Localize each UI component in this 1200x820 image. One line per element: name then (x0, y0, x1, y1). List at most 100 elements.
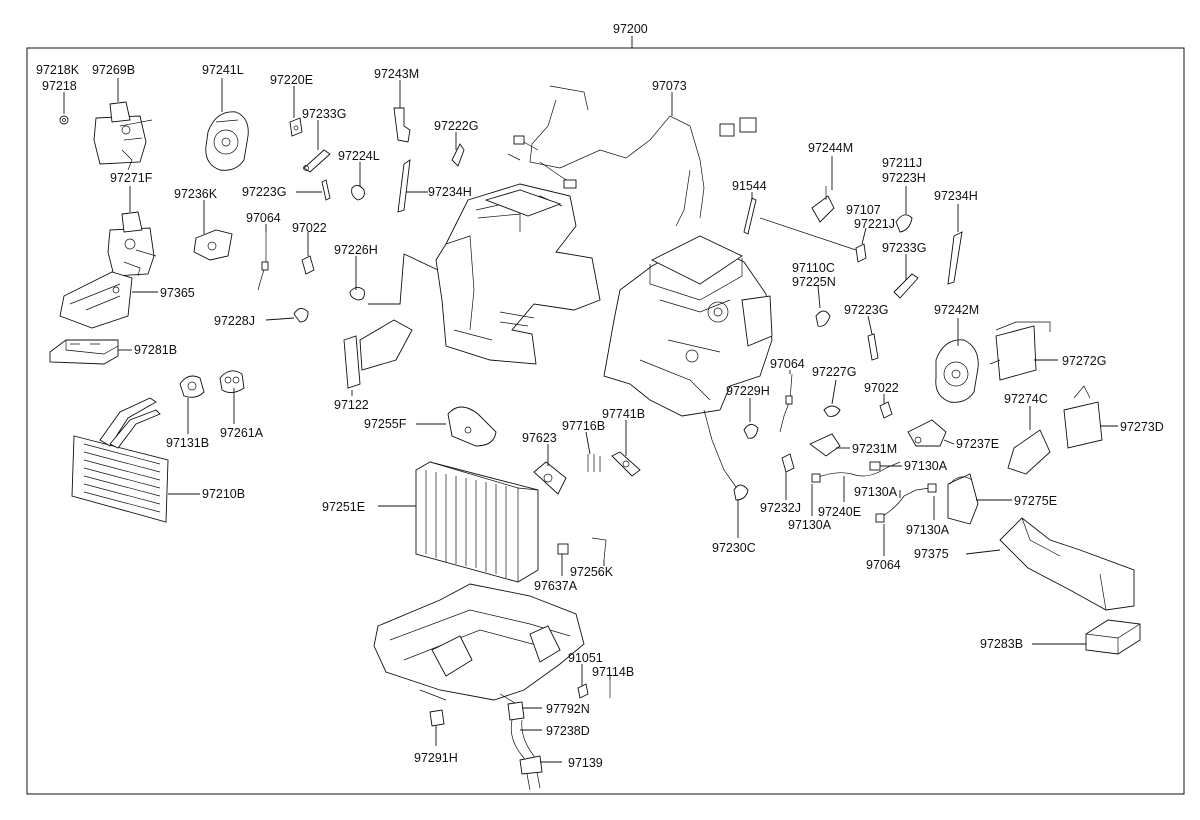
gear-97241l (205, 111, 249, 171)
actuator-97272g (989, 321, 1051, 381)
part-label: 97261A (220, 426, 264, 440)
part-label: 97273D (1120, 420, 1164, 434)
part-label: 97637A (534, 579, 578, 593)
bracket-97237e (907, 419, 947, 447)
wire-97064-right (779, 373, 793, 433)
part-label: 97233G (302, 107, 346, 121)
part-label: 97230C (712, 541, 756, 555)
part-label: 97244M (808, 141, 853, 155)
sensor-97274c (1007, 429, 1051, 475)
drain-hose (507, 701, 543, 791)
part-label: 97272G (1062, 354, 1106, 368)
part-label: 97741B (602, 407, 645, 421)
part-label: 97114B (592, 665, 634, 679)
heater-core-97210b (71, 397, 169, 523)
link-97224l (351, 185, 365, 201)
part-label: 97242M (934, 303, 979, 317)
part-label: 97243M (374, 67, 419, 81)
part-label: 97110C (792, 261, 835, 275)
parts-artwork (49, 85, 1141, 791)
evaporator-97251e (415, 461, 539, 583)
rod-97234h-left (397, 159, 411, 213)
rod-97234h-right (947, 231, 963, 285)
part-label: 97275E (1014, 494, 1057, 508)
duct-97375 (999, 517, 1135, 611)
part-label: 97237E (956, 437, 999, 451)
part-label: 97131B (166, 436, 209, 450)
part-label: 97130A (788, 518, 832, 532)
part-label: 97224L (338, 149, 380, 163)
part-label: 97291H (414, 751, 458, 765)
part-label: 97220E (270, 73, 313, 87)
part-label: 97238D (546, 724, 590, 738)
part-label: 97130A (906, 523, 950, 537)
part-label: 97226H (334, 243, 378, 257)
sensor-97131b (179, 375, 205, 398)
part-label: 97234H (428, 185, 472, 199)
clip-97110c (815, 310, 831, 327)
actuator-97269b (93, 101, 153, 171)
part-label: 97623 (522, 431, 557, 445)
part-label: 97064 (866, 558, 901, 572)
part-label: 97269B (92, 63, 135, 77)
part-label: 97022 (292, 221, 327, 235)
part-label: 97218 (42, 79, 77, 93)
part-label: 97223G (242, 185, 286, 199)
part-label: 97225N (792, 275, 836, 289)
clip-97226h (349, 287, 365, 301)
part-label: 97234H (934, 189, 978, 203)
part-label: 97064 (770, 357, 805, 371)
part-label: 97274C (1004, 392, 1048, 406)
part-label: 97375 (914, 547, 949, 561)
assembly-label: 97200 (613, 22, 648, 36)
bracket-97236k (193, 229, 233, 261)
wire-97064-left (257, 232, 269, 291)
actuator-97273d (1063, 385, 1103, 449)
bracket-97243m (393, 107, 411, 143)
part-label: 97283B (980, 637, 1023, 651)
part-label: 97222G (434, 119, 478, 133)
part-label: 97716B (562, 419, 605, 433)
screw-97218 (59, 115, 69, 125)
part-label: 97022 (864, 381, 899, 395)
part-label: 97241L (202, 63, 244, 77)
part-label: 97256K (570, 565, 614, 579)
lever-97220e (289, 117, 303, 137)
clip-97229h (743, 424, 759, 439)
lever-97223g-left (321, 179, 331, 201)
part-label: 97281B (134, 343, 177, 357)
part-label: 97211J (882, 156, 922, 170)
sensor-97022-left (301, 255, 315, 275)
pin-97256k (591, 537, 607, 561)
actuator-97271f (107, 211, 157, 277)
bracket-97231m (809, 433, 841, 457)
part-labels: 97218K 97269B 97218 97241L 97220E 97243M… (36, 63, 1164, 770)
nut-91051 (577, 683, 589, 699)
part-label: 97223G (844, 303, 888, 317)
part-label: 97236K (174, 187, 218, 201)
part-label: 97792N (546, 702, 590, 716)
part-label: 97240E (818, 505, 861, 519)
grommet-97261a (219, 370, 245, 393)
part-label: 97130A (854, 485, 898, 499)
clip-97232j (781, 453, 795, 473)
part-label: 97130A (904, 459, 948, 473)
part-label: 97231M (852, 442, 897, 456)
blower-housing (435, 183, 601, 365)
part-label: 97233G (882, 241, 926, 255)
link-97221j (895, 214, 913, 233)
clip-91544 (743, 197, 757, 235)
clip-97230c (733, 484, 749, 501)
sensor-97022-right (879, 401, 893, 419)
pad-97255f (447, 406, 497, 447)
lever-97223g-right (867, 333, 879, 361)
part-label: 91051 (568, 651, 603, 665)
module-97275e (947, 473, 979, 525)
lever-97233g (303, 149, 331, 173)
clip-97291h (429, 709, 445, 727)
clip-97222g (451, 143, 465, 167)
wire-97064-bottom (875, 483, 937, 523)
part-label: 97073 (652, 79, 687, 93)
part-label: 97271F (110, 171, 153, 185)
duct-97122 (343, 319, 413, 389)
